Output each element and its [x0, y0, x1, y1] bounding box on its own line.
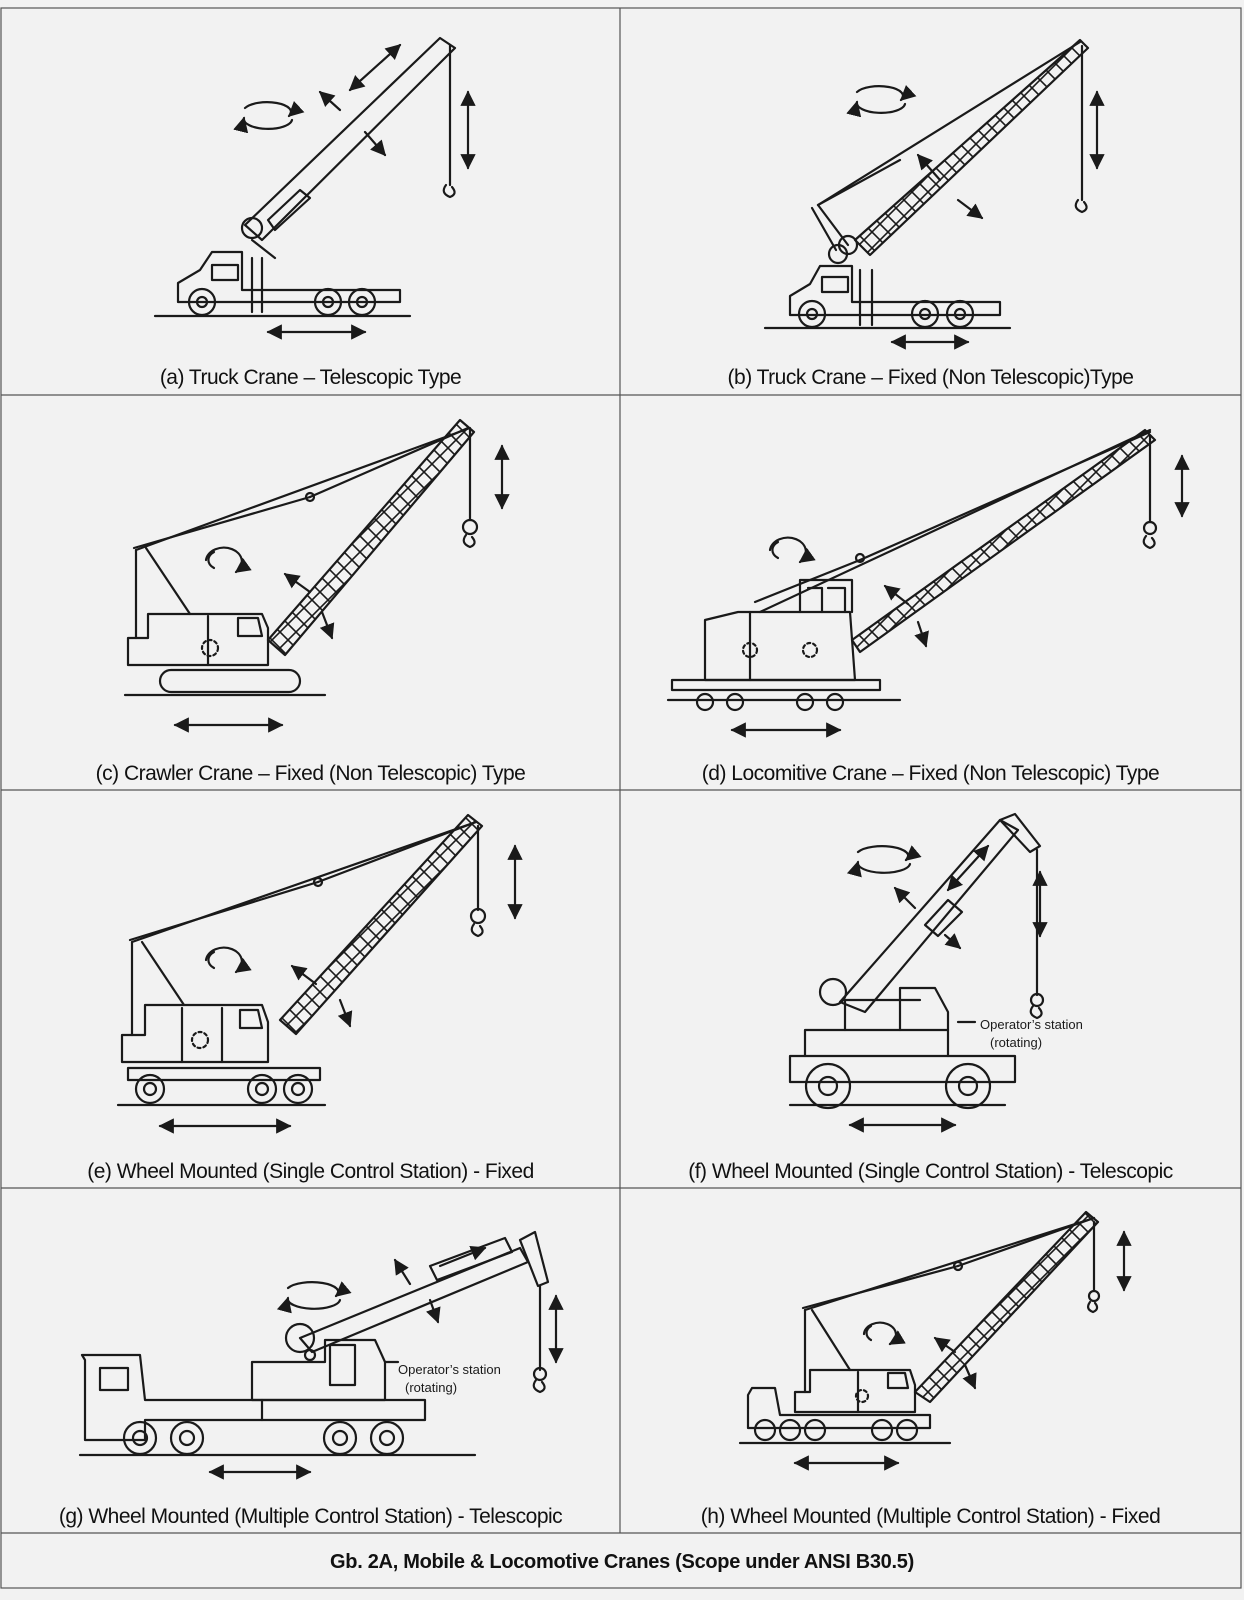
- panel-caption: (h) Wheel Mounted (Multiple Control Stat…: [700, 1505, 1161, 1528]
- operator-station-label-g: Operator’s station: [398, 1362, 501, 1377]
- operator-station-rotating-g: (rotating): [405, 1380, 457, 1395]
- panel-e: (e) Wheel Mounted (Single Control Statio…: [1, 790, 620, 1188]
- panel-g: (g) Wheel Mounted (Multiple Control Stat…: [1, 1188, 620, 1533]
- panel-caption: (e) Wheel Mounted (Single Control Statio…: [87, 1160, 534, 1183]
- panel-b: (b) Truck Crane – Fixed (Non Telescopic)…: [620, 8, 1241, 395]
- panel-caption: (d) Locomitive Crane – Fixed (Non Telesc…: [701, 762, 1160, 785]
- truck-crane-fixed-drawing: [763, 38, 1105, 350]
- wheel-mounted-multiple-telescopic-drawing: [78, 1230, 564, 1480]
- wheel-mounted-single-fixed-drawing: [116, 813, 523, 1134]
- wheel-mounted-single-telescopic-drawing: [788, 812, 1048, 1133]
- panel-caption: (b) Truck Crane – Fixed (Non Telescopic)…: [727, 366, 1134, 389]
- panel-caption: (a) Truck Crane – Telescopic Type: [159, 366, 462, 389]
- panel-caption: (c) Crawler Crane – Fixed (Non Telescopi…: [95, 762, 526, 785]
- wheel-mounted-multiple-fixed-drawing: [738, 1210, 1132, 1471]
- figure-title: Gb. 2A, Mobile & Locomotive Cranes (Scop…: [330, 1551, 914, 1573]
- panel-d: (d) Locomitive Crane – Fixed (Non Telesc…: [620, 395, 1241, 790]
- panel-grid: [0, 7, 1242, 1589]
- panel-a: (a) Truck Crane – Telescopic Type: [1, 8, 620, 395]
- panel-f: (f) Wheel Mounted (Single Control Statio…: [620, 790, 1241, 1188]
- panel-h: (h) Wheel Mounted (Multiple Control Stat…: [620, 1188, 1241, 1533]
- operator-station-label-f: Operator’s station: [980, 1017, 1083, 1032]
- panel-caption: (f) Wheel Mounted (Single Control Statio…: [688, 1160, 1173, 1183]
- truck-crane-telescopic-drawing: [153, 36, 476, 340]
- panel-caption: (g) Wheel Mounted (Multiple Control Stat…: [58, 1505, 563, 1528]
- crawler-crane-drawing: [123, 418, 510, 733]
- operator-station-rotating-f: (rotating): [990, 1035, 1042, 1050]
- panel-c: (c) Crawler Crane – Fixed (Non Telescopi…: [1, 395, 620, 790]
- locomotive-crane-drawing: [666, 428, 1190, 738]
